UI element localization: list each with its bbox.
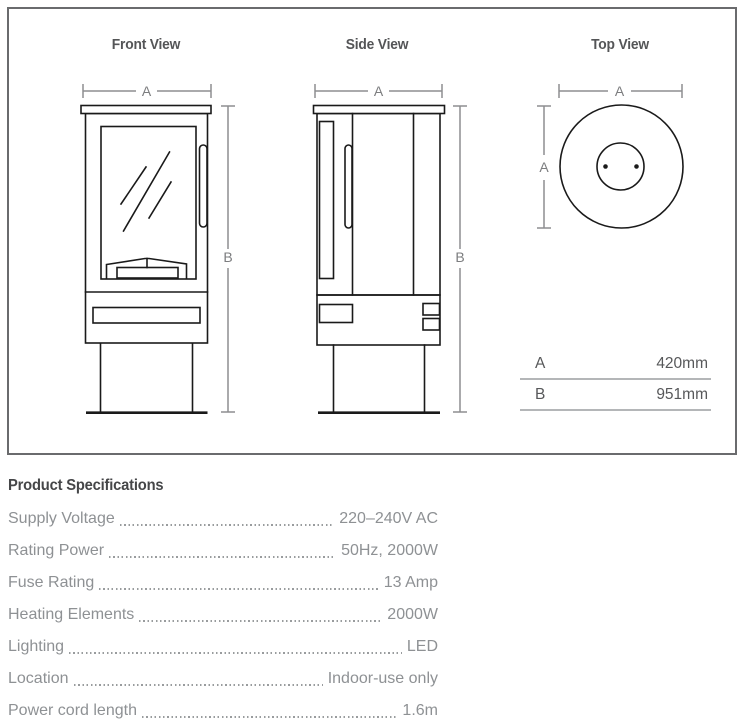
top-view-drawing: A A [537, 83, 684, 229]
dimension-row-b: B 951mm [520, 380, 711, 411]
side-view-title: Side View [345, 36, 409, 53]
front-door-handle [198, 144, 208, 228]
spec-row-lighting: Lighting LED [8, 631, 438, 663]
dimension-a-label: A [535, 354, 546, 372]
dotted-leader [99, 588, 379, 590]
dimension-b-label: B [535, 385, 546, 403]
top-bolt-right [634, 164, 639, 169]
spec-label: Lighting [8, 638, 65, 655]
spec-value: Indoor-use only [327, 670, 438, 687]
side-pedestal [332, 344, 426, 413]
top-flue-circle [596, 142, 645, 191]
dimension-row-a: A 420mm [520, 349, 711, 380]
spec-value: 2000W [387, 606, 438, 623]
side-view-drawing: A B [312, 83, 467, 414]
front-height-dimension [221, 105, 235, 413]
side-width-dimension-label: A [374, 83, 384, 99]
dotted-leader [119, 524, 335, 526]
glass-reflection-lines [119, 150, 173, 233]
side-right-vent-upper [422, 302, 441, 316]
front-width-dimension-label: A [142, 83, 152, 99]
dimension-b-value: 951mm [656, 385, 708, 403]
front-width-dimension [82, 84, 212, 98]
top-view-title: Top View [591, 36, 649, 53]
dimension-diagram-panel [7, 7, 737, 455]
top-bolt-left [603, 164, 608, 169]
side-door-panel [318, 120, 335, 280]
side-right-vent-lower [422, 317, 441, 331]
side-width-dimension [314, 84, 443, 98]
specifications-heading: Product Specifications [8, 477, 164, 494]
dimension-table: A 420mm B 951mm [520, 349, 711, 411]
spec-label: Location [8, 670, 69, 687]
product-specifications: Product Specifications Supply Voltage 22… [8, 477, 438, 727]
side-height-dimension-label: B [455, 249, 464, 265]
spec-value: 50Hz, 2000W [341, 542, 438, 559]
front-vent-slot [92, 306, 201, 324]
spec-row-supply-voltage: Supply Voltage 220–240V AC [8, 503, 438, 535]
top-depth-dimension [537, 105, 551, 229]
side-left-vent [318, 303, 354, 324]
spec-row-heating-elements: Heating Elements 2000W [8, 599, 438, 631]
spec-value: 220–240V AC [339, 510, 438, 527]
top-depth-dimension-label: A [539, 159, 549, 175]
front-view-title: Front View [111, 36, 181, 53]
spec-label: Fuse Rating [8, 574, 95, 591]
front-view-drawing: A B [80, 83, 235, 414]
front-glass-door [100, 125, 197, 280]
spec-label: Rating Power [8, 542, 105, 559]
top-width-dimension-label: A [615, 83, 625, 99]
dotted-leader [73, 684, 323, 686]
spec-value: 13 Amp [383, 574, 438, 591]
front-body-outline [84, 112, 209, 344]
spec-row-rating-power: Rating Power 50Hz, 2000W [8, 535, 438, 567]
spec-value: 1.6m [402, 702, 438, 719]
spec-row-fuse-rating: Fuse Rating 13 Amp [8, 567, 438, 599]
side-body-edges [351, 112, 415, 296]
dotted-leader [141, 716, 398, 718]
front-pedestal [99, 342, 194, 413]
spec-label: Heating Elements [8, 606, 135, 623]
spec-value: LED [406, 638, 438, 655]
side-body-outline [316, 112, 441, 296]
front-log-set [105, 257, 188, 279]
side-lower-section [316, 294, 441, 346]
spec-label: Supply Voltage [8, 510, 115, 527]
side-door-handle [344, 144, 353, 229]
spec-label: Power cord length [8, 702, 137, 719]
dotted-leader [139, 620, 383, 622]
side-top-plate [312, 104, 446, 115]
spec-row-power-cord-length: Power cord length 1.6m [8, 695, 438, 727]
dotted-leader [69, 652, 402, 654]
spec-row-location: Location Indoor-use only [8, 663, 438, 695]
top-width-dimension [558, 84, 683, 98]
front-top-plate [80, 104, 212, 115]
side-height-dimension [453, 105, 467, 413]
top-body-circle [559, 104, 684, 229]
front-height-dimension-label: B [223, 249, 232, 265]
dotted-leader [109, 556, 337, 558]
dimension-a-value: 420mm [656, 354, 708, 372]
